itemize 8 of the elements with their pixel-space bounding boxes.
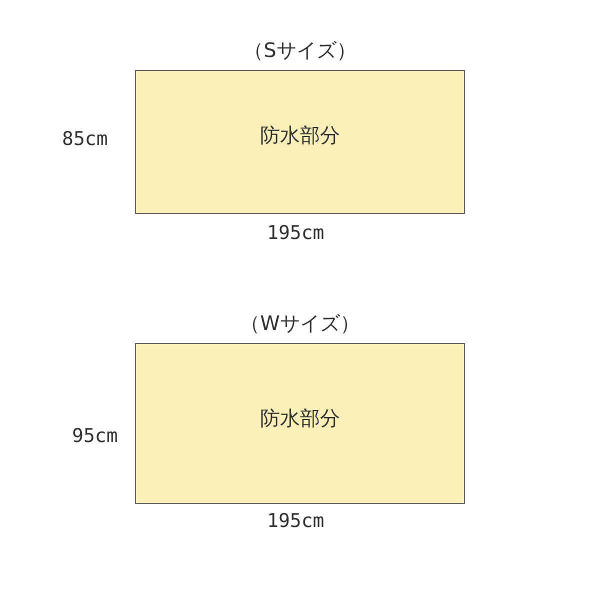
dimension-label: 85cm [62,128,108,150]
dimension-label: 195cm [267,510,324,532]
area-label: 防水部分 [259,122,341,149]
area-label: 防水部分 [259,405,341,432]
dimension-label: 95cm [72,425,118,447]
size-heading: （Wサイズ） [239,310,361,337]
dimension-label: 195cm [267,222,324,244]
size-heading: （Sサイズ） [242,37,358,64]
